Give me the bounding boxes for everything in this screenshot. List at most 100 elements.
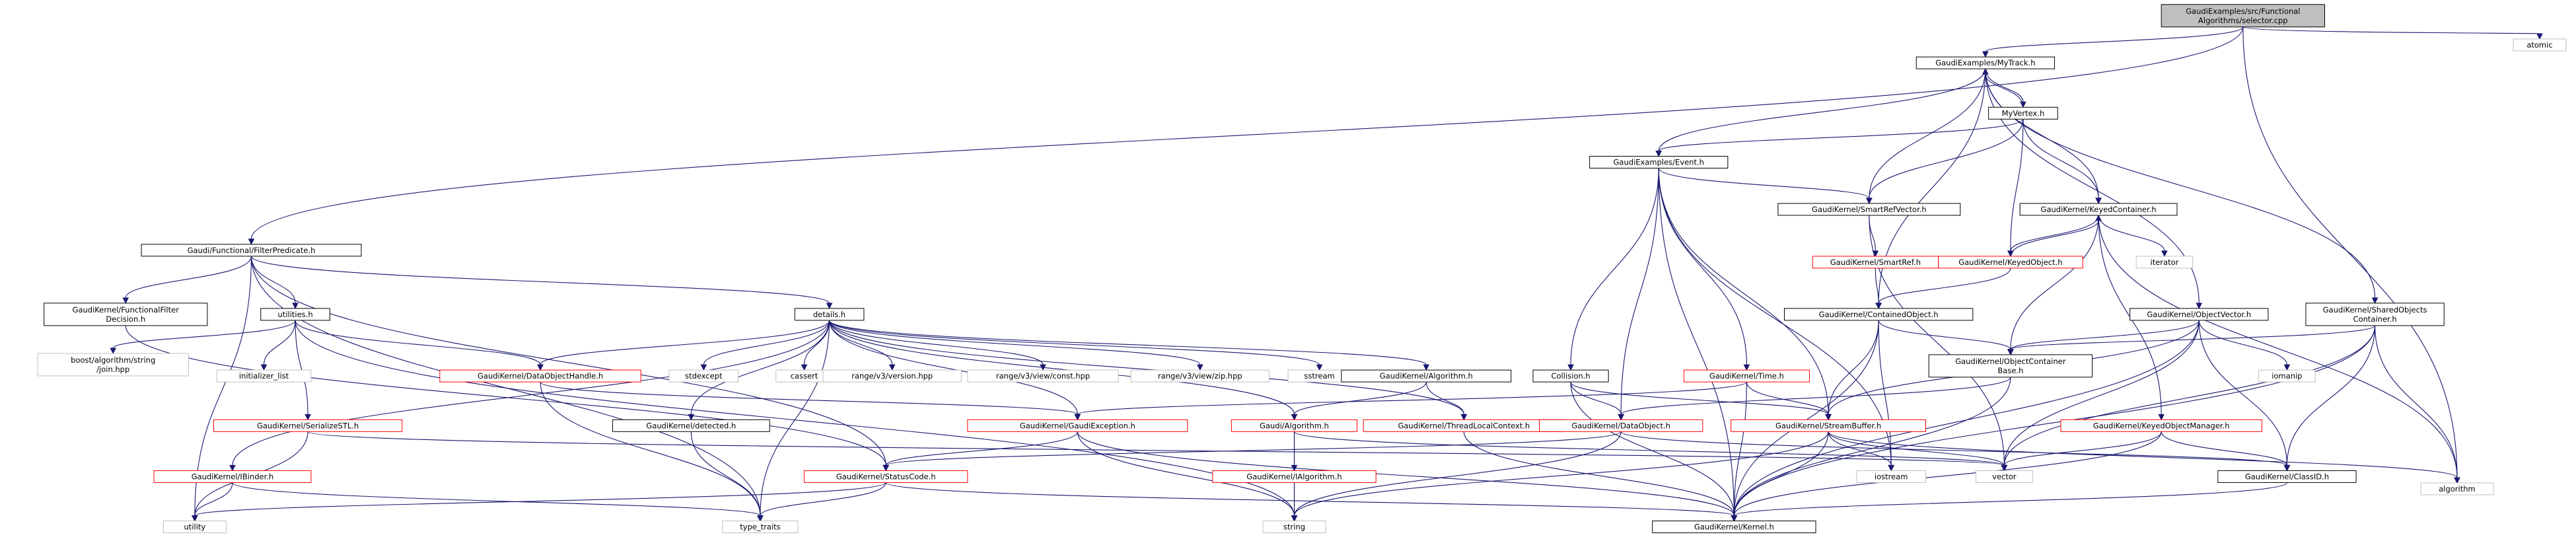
node-vector: vector [1976, 470, 2033, 483]
node-box [1652, 521, 1816, 534]
edge-filterpred-to-utilities [250, 256, 299, 309]
edge-arrowhead [688, 414, 695, 421]
edge-gaudialgorithm-to-vector [1293, 431, 2008, 472]
edge-event-to-time [1658, 168, 1750, 371]
edge-statuscode-to-utility [192, 482, 886, 522]
node-box [1341, 369, 1512, 383]
edge-containedobj-to-objcontbase [1878, 320, 2014, 356]
edge-time-to-gaudiexception [1074, 381, 1747, 421]
edge-keyedcont-to-iterator [2098, 215, 2168, 257]
node-kernel[interactable]: GaudiKernel/Kernel.h [1652, 521, 1816, 534]
node-root[interactable]: GaudiExamples/src/FunctionalAlgorithms/s… [2161, 4, 2326, 28]
node-dataobjhandle[interactable]: GaudiKernel/DataObjectHandle.h [439, 369, 641, 383]
edge-arrowhead [304, 414, 311, 421]
edge-arrowhead [122, 297, 129, 304]
node-label: atomic [2526, 40, 2552, 50]
node-box [612, 419, 770, 432]
node-objvector[interactable]: GaudiKernel/ObjectVector.h [2129, 308, 2269, 321]
node-label: sstream [1304, 371, 1334, 381]
node-label: GaudiKernel/KeyedObject.h [1958, 258, 2062, 267]
node-gaudiexception[interactable]: GaudiKernel/GaudiException.h [967, 419, 1188, 432]
node-detected[interactable]: GaudiKernel/detected.h [612, 419, 770, 432]
node-serializestl[interactable]: GaudiKernel/SerializeSTL.h [213, 419, 403, 432]
node-keyedcont[interactable]: GaudiKernel/KeyedContainer.h [2019, 203, 2178, 216]
edge-arrowhead [882, 464, 890, 472]
node-label: GaudiKernel/ObjectContainer [1955, 357, 2066, 366]
node-box [1976, 470, 2033, 483]
node-box [1532, 369, 1609, 383]
node-filterpred[interactable]: Gaudi/Functional/FilterPredicate.h [141, 244, 362, 257]
node-label: Gaudi/Algorithm.h [1260, 421, 1329, 430]
node-statuscode[interactable]: GaudiKernel/StatusCode.h [804, 470, 968, 483]
edge-sharedobj-to-objcontbase [2007, 325, 2376, 356]
node-collision[interactable]: Collision.h [1532, 369, 1609, 383]
edge-utilities-to-initlist [260, 320, 296, 371]
node-smartrefvec[interactable]: GaudiKernel/SmartRefVector.h [1777, 203, 1961, 216]
node-label: GaudiKernel/ThreadLocalContext.h [1398, 421, 1530, 430]
node-details[interactable]: details.h [794, 308, 865, 321]
node-box [2129, 308, 2269, 321]
node-label: utilities.h [278, 310, 313, 319]
node-label: GaudiKernel/ContainedObject.h [1819, 310, 1939, 319]
node-box [2161, 4, 2326, 28]
node-label: Gaudi/Functional/FilterPredicate.h [188, 246, 316, 255]
node-event[interactable]: GaudiExamples/Event.h [1589, 156, 1729, 169]
node-keyedobj[interactable]: GaudiKernel/KeyedObject.h [1938, 256, 2083, 269]
node-gaudialgorithm[interactable]: Gaudi/Algorithm.h [1231, 419, 1358, 432]
node-initlist: initializer_list [216, 369, 312, 383]
node-smartref[interactable]: GaudiKernel/SmartRef.h [1812, 256, 1939, 269]
node-box [1928, 354, 2093, 378]
node-box [2420, 482, 2494, 495]
edge-details-to-gkalgorithm [829, 320, 1430, 371]
node-ialgorithm[interactable]: GaudiKernel/IAlgorithm.h [1212, 470, 1377, 483]
node-label: GaudiKernel/ClassID.h [2245, 472, 2329, 481]
node-mytrack[interactable]: GaudiExamples/MyTrack.h [1915, 56, 2055, 69]
edge-collision-to-dataobject [1570, 382, 1624, 421]
node-dataobject[interactable]: GaudiKernel/DataObject.h [1538, 419, 1703, 432]
node-label: GaudiKernel/StatusCode.h [836, 472, 936, 481]
edge-arrowhead [1316, 364, 1323, 371]
edge-arrowhead [2095, 214, 2102, 221]
nodes-layer: GaudiExamples/src/FunctionalAlgorithms/s… [37, 4, 2567, 534]
node-label: GaudiKernel/Kernel.h [1694, 523, 1774, 532]
node-containedobj[interactable]: GaudiKernel/ContainedObject.h [1783, 308, 1974, 321]
node-streambuffer[interactable]: GaudiKernel/StreamBuffer.h [1731, 419, 1926, 432]
node-label: range/v3/view/zip.hpp [1158, 371, 1242, 381]
node-box [1915, 56, 2055, 69]
node-keyedobjmgr[interactable]: GaudiKernel/KeyedObjectManager.h [2060, 419, 2262, 432]
edge-keyedcont-to-objcontbase [2007, 215, 2099, 356]
node-box [216, 369, 312, 383]
edge-arrowhead [1655, 151, 1663, 157]
node-label: Algorithms/selector.cpp [2198, 16, 2288, 25]
edge-mytrack-to-containedobj [1875, 69, 1986, 309]
node-time[interactable]: GaudiKernel/Time.h [1683, 369, 1810, 383]
node-box [2060, 419, 2262, 432]
node-box [439, 369, 641, 383]
node-gkalgorithm[interactable]: GaudiKernel/Algorithm.h [1341, 369, 1512, 383]
edge-details-to-rangeversion [829, 320, 896, 371]
edge-details-to-detected [688, 320, 830, 421]
node-label: initializer_list [239, 371, 289, 381]
edge-dataobjhandle-to-gaudiexception [540, 381, 1081, 421]
node-utilities[interactable]: utilities.h [260, 308, 330, 321]
node-threadlocal[interactable]: GaudiKernel/ThreadLocalContext.h [1363, 419, 1565, 432]
node-label: iostream [1875, 472, 1908, 481]
edge-arrowhead [2536, 33, 2543, 40]
node-ibinder[interactable]: GaudiKernel/IBinder.h [153, 470, 312, 483]
node-myvertex[interactable]: MyVertex.h [1988, 106, 2058, 120]
edge-event-to-dataobject [1618, 168, 1659, 421]
edge-arrowhead [1618, 414, 1624, 421]
edge-arrowhead [248, 238, 255, 245]
node-box [1589, 156, 1729, 169]
edge-myvertex-to-mytrack [1982, 68, 2024, 108]
node-utility: utility [162, 521, 227, 534]
edge-sharedobj-to-algorithmh [2375, 325, 2460, 484]
node-label: /join.hpp [96, 365, 129, 374]
node-classid[interactable]: GaudiKernel/ClassID.h [2217, 470, 2357, 483]
node-box [967, 369, 1119, 383]
edge-objvector-to-objcontbase [2007, 320, 2200, 356]
node-label: stdexcept [685, 371, 723, 381]
